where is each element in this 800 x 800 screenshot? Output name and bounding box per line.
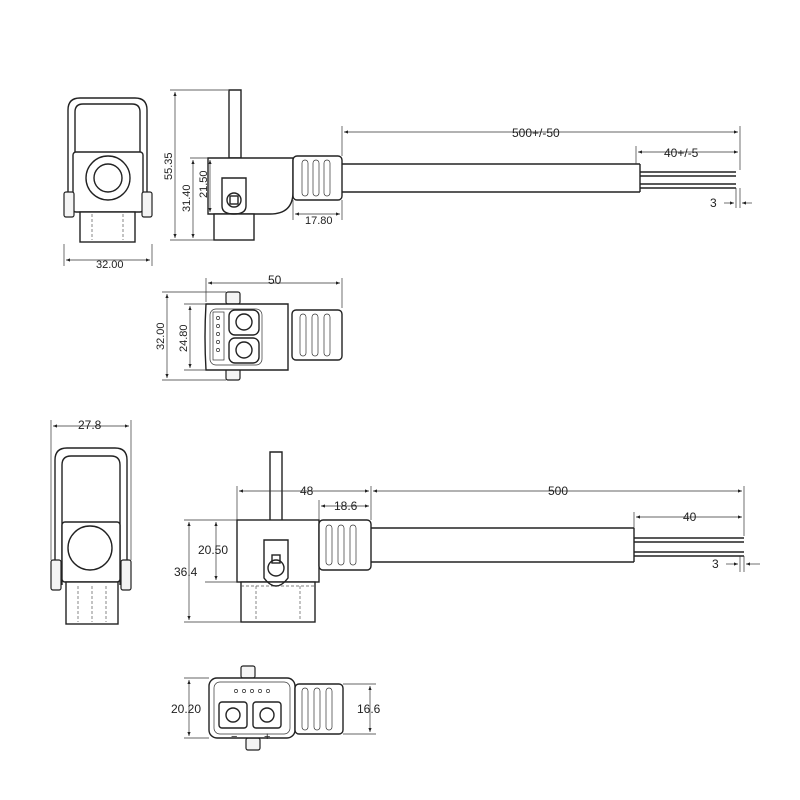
top-side-tip-label: 3 [710, 196, 717, 210]
mid-plan-width-inner-label: 24.80 [178, 324, 190, 352]
negative-terminal-sign: − [231, 731, 237, 743]
top-side-total-height-label: 55.35 [163, 152, 175, 180]
bottom-side-boot-length-label: 18.6 [334, 499, 358, 513]
bottom-side-cable-length-label: 500 [548, 484, 568, 498]
mid-plan-width-outer-label: 32.00 [155, 322, 167, 350]
bottom-side-strip-length-label: 40 [683, 510, 697, 524]
top-front-view: 32.00 [63, 97, 153, 271]
bottom-front-width-label: 27.8 [78, 418, 102, 432]
top-front-width-label: 32.00 [96, 259, 124, 271]
top-side-strip-length-label: 40+/-5 [664, 146, 699, 160]
mid-plan-length-label: 50 [268, 273, 282, 287]
bottom-side-body-length-label: 48 [300, 484, 314, 498]
top-side-pin-label: 21.50 [198, 170, 210, 198]
positive-terminal-sign: + [264, 731, 270, 743]
bottom-side-total-height-label: 36.4 [174, 565, 198, 579]
bottom-plan-view: − + 20.20 16.6 [171, 665, 381, 751]
top-side-boot-label: 17.80 [305, 215, 333, 227]
top-side-body-height-label: 31.40 [181, 184, 193, 212]
mid-plan-view: 50 32.00 24.80 [155, 273, 343, 381]
bottom-side-tip-label: 3 [712, 557, 719, 571]
top-side-view: 55.35 31.40 21.50 17.80 500+/-50 40+/-5 … [163, 89, 752, 241]
bottom-side-body-height-label: 20.50 [198, 543, 228, 557]
top-side-cable-length-label: 500+/-50 [512, 126, 560, 140]
bottom-plan-width-label: 20.20 [171, 702, 201, 716]
bottom-front-view: 27.8 [50, 418, 132, 625]
bottom-plan-boot-width-label: 16.6 [357, 702, 381, 716]
bottom-side-view: 48 18.6 500 40 3 36.4 20.50 [174, 451, 760, 623]
